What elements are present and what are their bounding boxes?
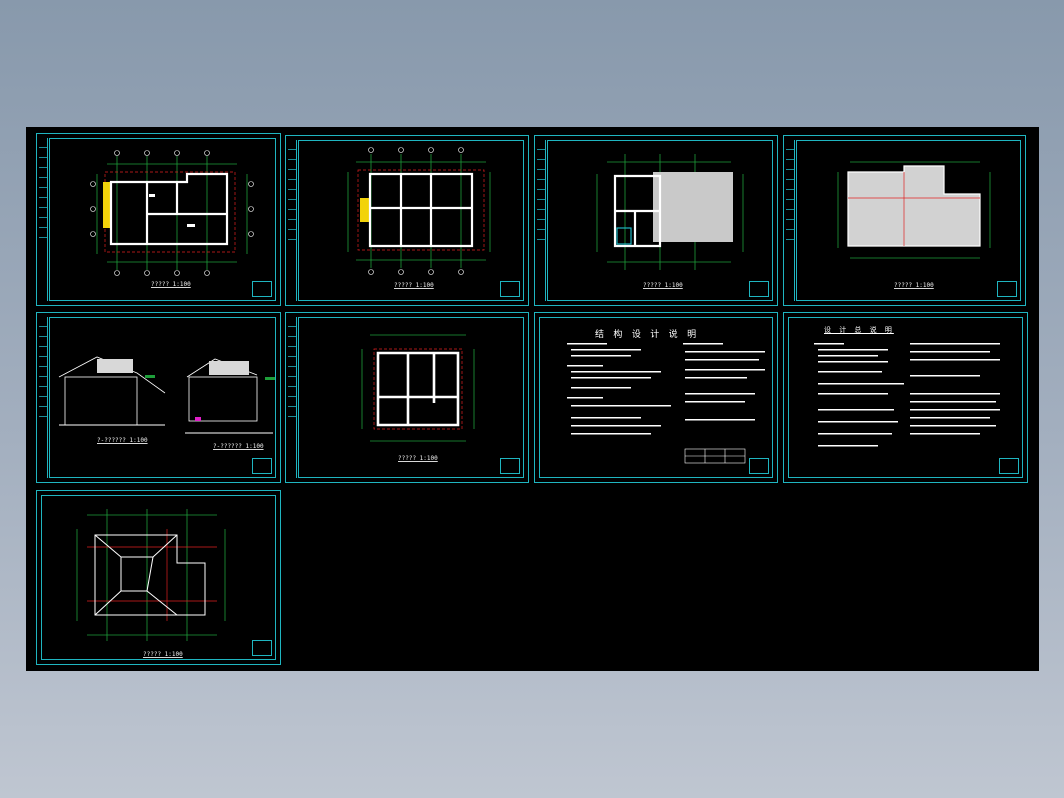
sheet-border [547,140,773,301]
drawing-sheet-plan-3[interactable]: ????? 1:100 [534,135,778,306]
sheet-title: ????? 1:100 [143,651,183,658]
cad-drawing-canvas[interactable]: ????? 1:100 ????? [26,127,1039,671]
elevation-drawing [58,356,275,434]
drawing-sheet-plan-4[interactable]: ????? 1:100 [783,135,1026,306]
sheet-stamp-box [997,281,1017,297]
drawing-sheet-foundation[interactable]: ????? 1:100 [285,312,529,483]
notes-heading: 结 构 设 计 说 明 [595,330,699,340]
floor-plan-drawing [90,150,254,276]
sheet-stamp-box [999,458,1019,474]
floor-plan-drawing [596,154,744,270]
sheet-stamp-box [500,458,520,474]
sheet-title: ????? 1:100 [398,455,438,462]
sheet-title: ????? 1:100 [643,282,683,289]
sheet-stamp-box [252,640,272,656]
elevation-title-left: ?-?????? 1:100 [97,437,148,444]
elevation-title-right: ?-?????? 1:100 [213,443,264,450]
sheet-title: ????? 1:100 [894,282,934,289]
sheet-title: ????? 1:100 [151,281,191,288]
drawing-sheet-elevations[interactable]: ?-?????? 1:100 ?-?????? 1:100 [36,312,281,483]
drawing-sheet-roof-plan[interactable]: ????? 1:100 [36,490,281,665]
sheet-border [539,317,773,478]
sheet-side-title-block [288,140,297,301]
sheet-stamp-box [749,281,769,297]
drawing-sheet-plan-1[interactable]: ????? 1:100 [36,133,281,306]
sheet-side-title-block [537,140,546,301]
floor-plan-drawing [837,161,991,259]
sheet-title: ????? 1:100 [394,282,434,289]
sheet-stamp-box [252,458,272,474]
sheet-stamp-box [749,458,769,474]
sheet-side-title-block [39,317,48,478]
sheet-stamp-box [252,281,272,297]
notes-text-block [567,343,765,464]
sheet-side-title-block [39,138,48,301]
notes-heading: 设 计 总 说 明 [824,326,894,334]
sheet-side-title-block [786,140,795,301]
sheet-stamp-box [500,281,520,297]
sheet-border [298,140,524,301]
notes-text-block [814,343,1000,447]
floor-plan-drawing [347,147,491,275]
drawing-sheet-structure-notes[interactable]: 结 构 设 计 说 明 [534,312,778,483]
sheet-border [49,138,276,301]
sheet-border [788,317,1023,478]
drawing-sheet-design-notes[interactable]: 设 计 总 说 明 [783,312,1028,483]
sheet-border [796,140,1021,301]
sheet-border [49,317,276,478]
drawing-sheet-plan-2[interactable]: ????? 1:100 [285,135,529,306]
floor-plan-drawing [361,334,475,442]
sheet-border [41,495,276,660]
sheet-side-title-block [288,317,297,478]
sheet-border [298,317,524,478]
roof-plan-drawing [76,509,226,641]
